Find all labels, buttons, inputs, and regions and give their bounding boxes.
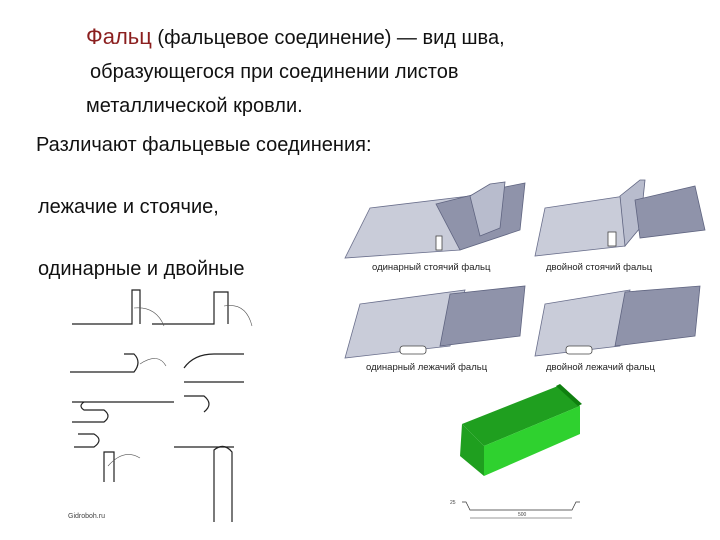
lying-seam-illustration xyxy=(344,285,701,359)
list-item-lying-standing: лежачие и стоячие, xyxy=(38,196,219,218)
definition-text-1: (фальцевое соединение) — вид шва, xyxy=(151,27,505,49)
profile-width-label: 500 xyxy=(518,512,527,518)
drawing-watermark: Gidroboh.ru xyxy=(68,513,105,520)
standing-seam-illustration xyxy=(344,179,706,259)
list-item-single-double: одинарные и двойные xyxy=(38,258,245,280)
profile-height-label: 25 xyxy=(450,500,456,506)
caption-single-standing: одинарный стоячий фальц xyxy=(372,262,491,273)
definition-line-1: Фальц (фальцевое соединение) — вид шва, xyxy=(86,20,686,55)
definition-line-2: образующегося при соединении листов xyxy=(90,61,459,83)
caption-double-lying: двойной лежачий фальц xyxy=(546,362,655,373)
green-profile-sheet: 500 25 xyxy=(450,384,582,519)
term-falc: Фальц xyxy=(86,24,152,49)
seam-technical-drawings: Gidroboh.ru xyxy=(68,289,253,522)
subheading: Различают фальцевые соединения: xyxy=(36,134,372,156)
definition-block: Фальц (фальцевое соединение) — вид шва, … xyxy=(86,20,686,123)
definition-line-3: металлической кровли. xyxy=(86,95,303,117)
caption-double-standing: двойной стоячий фальц xyxy=(546,262,653,273)
caption-single-lying: одинарный лежачий фальц xyxy=(366,362,488,373)
